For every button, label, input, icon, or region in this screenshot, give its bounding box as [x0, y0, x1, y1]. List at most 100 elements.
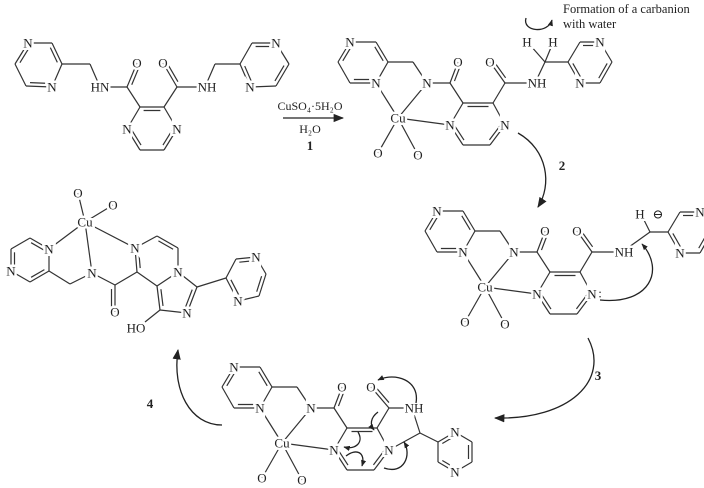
bond [544, 44, 553, 63]
electron-push-arrow [377, 375, 417, 404]
bond [424, 210, 438, 232]
electron-push-arrow [599, 243, 654, 302]
bond [374, 46, 384, 62]
rotation-arrow-icon [525, 17, 553, 31]
bond [572, 63, 582, 79]
atom-n: N [509, 245, 519, 260]
bond [484, 286, 506, 325]
bond [14, 42, 29, 65]
bond [375, 387, 390, 403]
bond [259, 407, 283, 444]
electron-push-arrow [383, 441, 410, 471]
atom-n: N [595, 35, 605, 50]
bond [672, 233, 682, 249]
bond [484, 251, 515, 288]
bond [235, 256, 257, 260]
bond [437, 461, 456, 473]
atom-nh: NH [528, 76, 547, 91]
atom-o: O [132, 56, 141, 71]
atom-o: O [158, 56, 167, 71]
bond [449, 61, 459, 84]
bond [579, 271, 593, 295]
bond [114, 271, 138, 286]
bond [230, 279, 240, 297]
bond [375, 82, 399, 119]
bond [375, 61, 389, 84]
atom-n: N [172, 122, 182, 137]
bond [69, 272, 93, 285]
atom-o: O [297, 473, 306, 488]
bond [464, 286, 486, 323]
bond [411, 407, 421, 434]
atom-o: O [453, 55, 462, 70]
bond [454, 431, 473, 443]
bond [449, 82, 464, 104]
bond [144, 309, 161, 323]
bond [667, 211, 681, 233]
bond [489, 124, 506, 146]
atom-o: O [460, 315, 469, 330]
atom-n: N [130, 241, 140, 256]
electron-push-arrow [368, 411, 379, 431]
bond [275, 42, 290, 65]
atom-n: N [445, 118, 455, 133]
bond [567, 41, 581, 63]
bond [48, 221, 86, 250]
bond [333, 386, 343, 409]
bond [126, 128, 141, 151]
bond [163, 86, 178, 108]
bond [77, 192, 86, 223]
atom-n: N [345, 35, 355, 50]
bond [281, 442, 303, 481]
atom-n: N [233, 294, 243, 309]
bond [237, 295, 260, 302]
atom-n: N [23, 36, 33, 51]
atom-nh: NH [615, 245, 634, 260]
bond [499, 230, 515, 253]
bond [258, 371, 268, 387]
bond [51, 42, 63, 65]
bond [156, 235, 179, 249]
bond [162, 129, 173, 146]
bond [461, 215, 471, 231]
atom-n: N [87, 266, 97, 281]
bond [599, 61, 613, 84]
bond [84, 204, 114, 223]
bond [454, 461, 473, 473]
bond [259, 386, 273, 409]
curved-arrow-step-3 [493, 337, 595, 423]
atom-n: N [532, 287, 542, 302]
bond [281, 442, 335, 451]
atom-n: N [458, 245, 468, 260]
bond [244, 65, 253, 83]
bond [239, 260, 254, 263]
atom-n: N [695, 205, 704, 220]
bond [184, 289, 193, 309]
bond [226, 371, 236, 387]
step-label-4: 4 [147, 396, 154, 411]
step-label-2: 2 [559, 158, 566, 173]
bond [641, 215, 651, 233]
atom-cu: Cu [477, 280, 493, 295]
electron-push-arrow [345, 451, 367, 467]
bond [156, 285, 161, 311]
atom-nh: NH [405, 401, 424, 416]
bond [163, 106, 178, 130]
atom-n: N [271, 36, 281, 51]
bond [258, 273, 267, 297]
atom-n: N [173, 265, 183, 280]
bond [462, 210, 476, 232]
bond [376, 407, 390, 429]
bond [30, 242, 45, 251]
bond [126, 106, 141, 130]
atom-n: N [500, 118, 510, 133]
bond [158, 240, 174, 250]
atom-o: O [110, 305, 119, 320]
bond [412, 61, 428, 84]
bond [462, 230, 476, 253]
bond [541, 294, 552, 310]
bond [536, 293, 551, 315]
atom-o: O [108, 198, 117, 213]
bond [419, 432, 439, 443]
bond [453, 66, 461, 82]
